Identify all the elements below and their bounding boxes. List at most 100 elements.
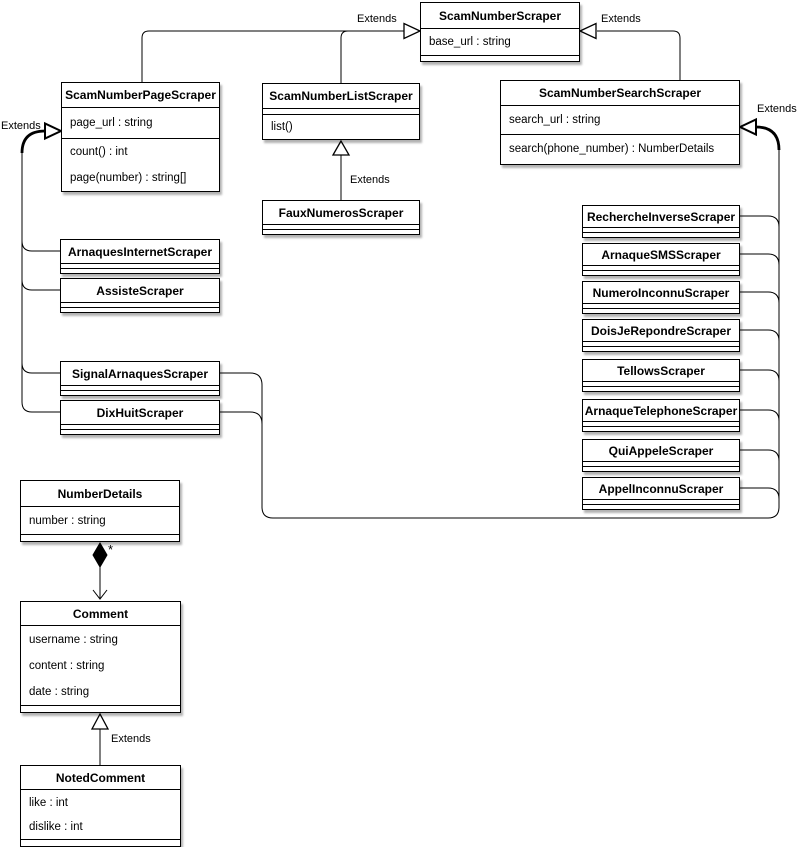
class-title: AssisteScraper <box>61 279 219 303</box>
class-title: ArnaqueSMSScraper <box>583 244 739 266</box>
multiplicity-label: * <box>108 542 114 557</box>
edge-arnaquesms <box>740 253 780 266</box>
class-title: DixHuitScraper <box>61 401 219 425</box>
class-attribute: dislike : int <box>29 821 83 833</box>
edge-rechercheinverse <box>740 215 780 228</box>
class-title: NumeroInconnuScraper <box>583 282 739 304</box>
extends-label: Extends <box>111 733 151 745</box>
edge-quiappele <box>740 449 780 462</box>
inheritance-triangle-icon <box>578 22 597 40</box>
edge-searchscraper-extends <box>597 30 681 80</box>
class-title: ScamNumberListScraper <box>263 84 419 109</box>
open-arrowhead-icon <box>92 589 108 600</box>
extends-label: Extends <box>357 13 397 25</box>
class-quiappelescraper[interactable]: QuiAppeleScraper <box>582 439 740 472</box>
empty-section <box>583 342 739 347</box>
class-comment[interactable]: Comment username : string content : stri… <box>20 601 181 713</box>
class-title: QuiAppeleScraper <box>583 440 739 462</box>
edge-pagescraper-extends <box>141 30 404 82</box>
extends-label: Extends <box>601 13 641 25</box>
class-attribute: number : string <box>29 514 106 527</box>
inheritance-triangle-icon <box>331 139 351 156</box>
edge-tellows <box>740 369 780 382</box>
empty-section <box>61 386 219 391</box>
class-title: RechercheInverseScraper <box>583 206 739 228</box>
edge-appelinconnu <box>740 487 780 500</box>
class-scamnumberscraper[interactable]: ScamNumberScraper base_url : string <box>420 2 580 62</box>
class-doisjerepondrescraper[interactable]: DoisJeRepondreScraper <box>582 319 740 352</box>
class-title: DoisJeRepondreScraper <box>583 320 739 342</box>
empty-section <box>263 225 419 230</box>
class-appelinconnuscraper[interactable]: AppelInconnuScraper <box>582 477 740 510</box>
extends-label: Extends <box>757 103 797 115</box>
class-numberdetails[interactable]: NumberDetails number : string <box>20 480 180 542</box>
class-scamnumberlistscraper[interactable]: ScamNumberListScraper list() <box>262 83 420 140</box>
class-attribute: search_url : string <box>509 114 601 126</box>
class-scamnumberpagescraper[interactable]: ScamNumberPageScraper page_url : string … <box>61 82 220 192</box>
class-rechercheinversescraper[interactable]: RechercheInverseScraper <box>582 205 740 238</box>
composition-diamond-icon <box>92 542 108 568</box>
class-title: ScamNumberPageScraper <box>62 83 219 108</box>
edge-right-trunk <box>755 125 781 151</box>
edge-signalarnaques-right <box>220 372 263 386</box>
class-method: count() : int <box>70 146 128 158</box>
inheritance-triangle-icon <box>403 22 422 40</box>
class-title: ScamNumberSearchScraper <box>501 81 739 106</box>
class-title: NotedComment <box>21 766 180 790</box>
empty-section <box>583 304 739 309</box>
class-numeroinconnuscraper[interactable]: NumeroInconnuScraper <box>582 281 740 314</box>
class-assistescraper[interactable]: AssisteScraper <box>60 278 220 313</box>
class-title: ArnaquesInternetScraper <box>61 240 219 264</box>
class-method: page(number) : string[] <box>70 172 187 184</box>
class-title: FauxNumerosScraper <box>263 201 419 225</box>
class-title: ScamNumberScraper <box>421 3 579 29</box>
class-title: ArnaqueTelephoneScraper <box>583 400 739 422</box>
class-signalarnaquesscraper[interactable]: SignalArnaquesScraper <box>60 361 220 396</box>
edge-doisjerepondre <box>740 329 780 342</box>
class-arnaquetelephonescraper[interactable]: ArnaqueTelephoneScraper <box>582 399 740 432</box>
class-title: TellowsScraper <box>583 360 739 382</box>
extends-label: Extends <box>350 174 390 186</box>
class-arnaquesmsscraper[interactable]: ArnaqueSMSScraper <box>582 243 740 276</box>
class-attribute: username : string <box>29 634 118 646</box>
edge-arnaquesinternet <box>21 240 60 252</box>
class-notedcomment[interactable]: NotedComment like : int dislike : int <box>20 765 181 847</box>
class-title: AppelInconnuScraper <box>583 478 739 500</box>
edge-dixhuit-left <box>21 401 60 413</box>
class-fauxnumerosscraper[interactable]: FauxNumerosScraper <box>262 200 420 235</box>
empty-section <box>583 500 739 505</box>
edge-signalarnaques-left <box>21 362 60 374</box>
class-method: list() <box>271 121 293 133</box>
edge-dixhuit-right <box>220 411 263 425</box>
inheritance-triangle-icon <box>90 712 110 730</box>
class-dixhuitscraper[interactable]: DixHuitScraper <box>60 400 220 435</box>
extends-label: Extends <box>1 120 41 132</box>
class-attribute: base_url : string <box>429 36 511 48</box>
class-arnaquesinternetscraper[interactable]: ArnaquesInternetScraper <box>60 239 220 274</box>
class-title: NumberDetails <box>21 481 179 507</box>
class-attribute: content : string <box>29 660 105 672</box>
class-title: SignalArnaquesScraper <box>61 362 219 386</box>
class-tellowsscraper[interactable]: TellowsScraper <box>582 359 740 392</box>
class-attribute: like : int <box>29 797 68 809</box>
empty-section <box>61 425 219 430</box>
edge-left-trunk <box>20 129 46 154</box>
inheritance-triangle-icon <box>737 117 757 137</box>
empty-section <box>583 382 739 387</box>
class-attribute: page_url : string <box>70 117 153 129</box>
empty-section <box>583 422 739 427</box>
class-attribute: date : string <box>29 686 90 698</box>
class-scamnumbersearchscraper[interactable]: ScamNumberSearchScraper search_url : str… <box>500 80 740 165</box>
edge-assiste <box>21 279 60 291</box>
empty-section <box>583 462 739 467</box>
class-title: Comment <box>21 602 180 626</box>
edge-arnaquetelephone <box>740 409 780 422</box>
empty-section <box>61 264 219 269</box>
empty-section <box>61 303 219 308</box>
empty-section <box>583 228 739 233</box>
edge-listscraper-extends <box>340 30 349 83</box>
empty-section <box>263 109 419 115</box>
edge-numeroinconnu <box>740 291 780 304</box>
